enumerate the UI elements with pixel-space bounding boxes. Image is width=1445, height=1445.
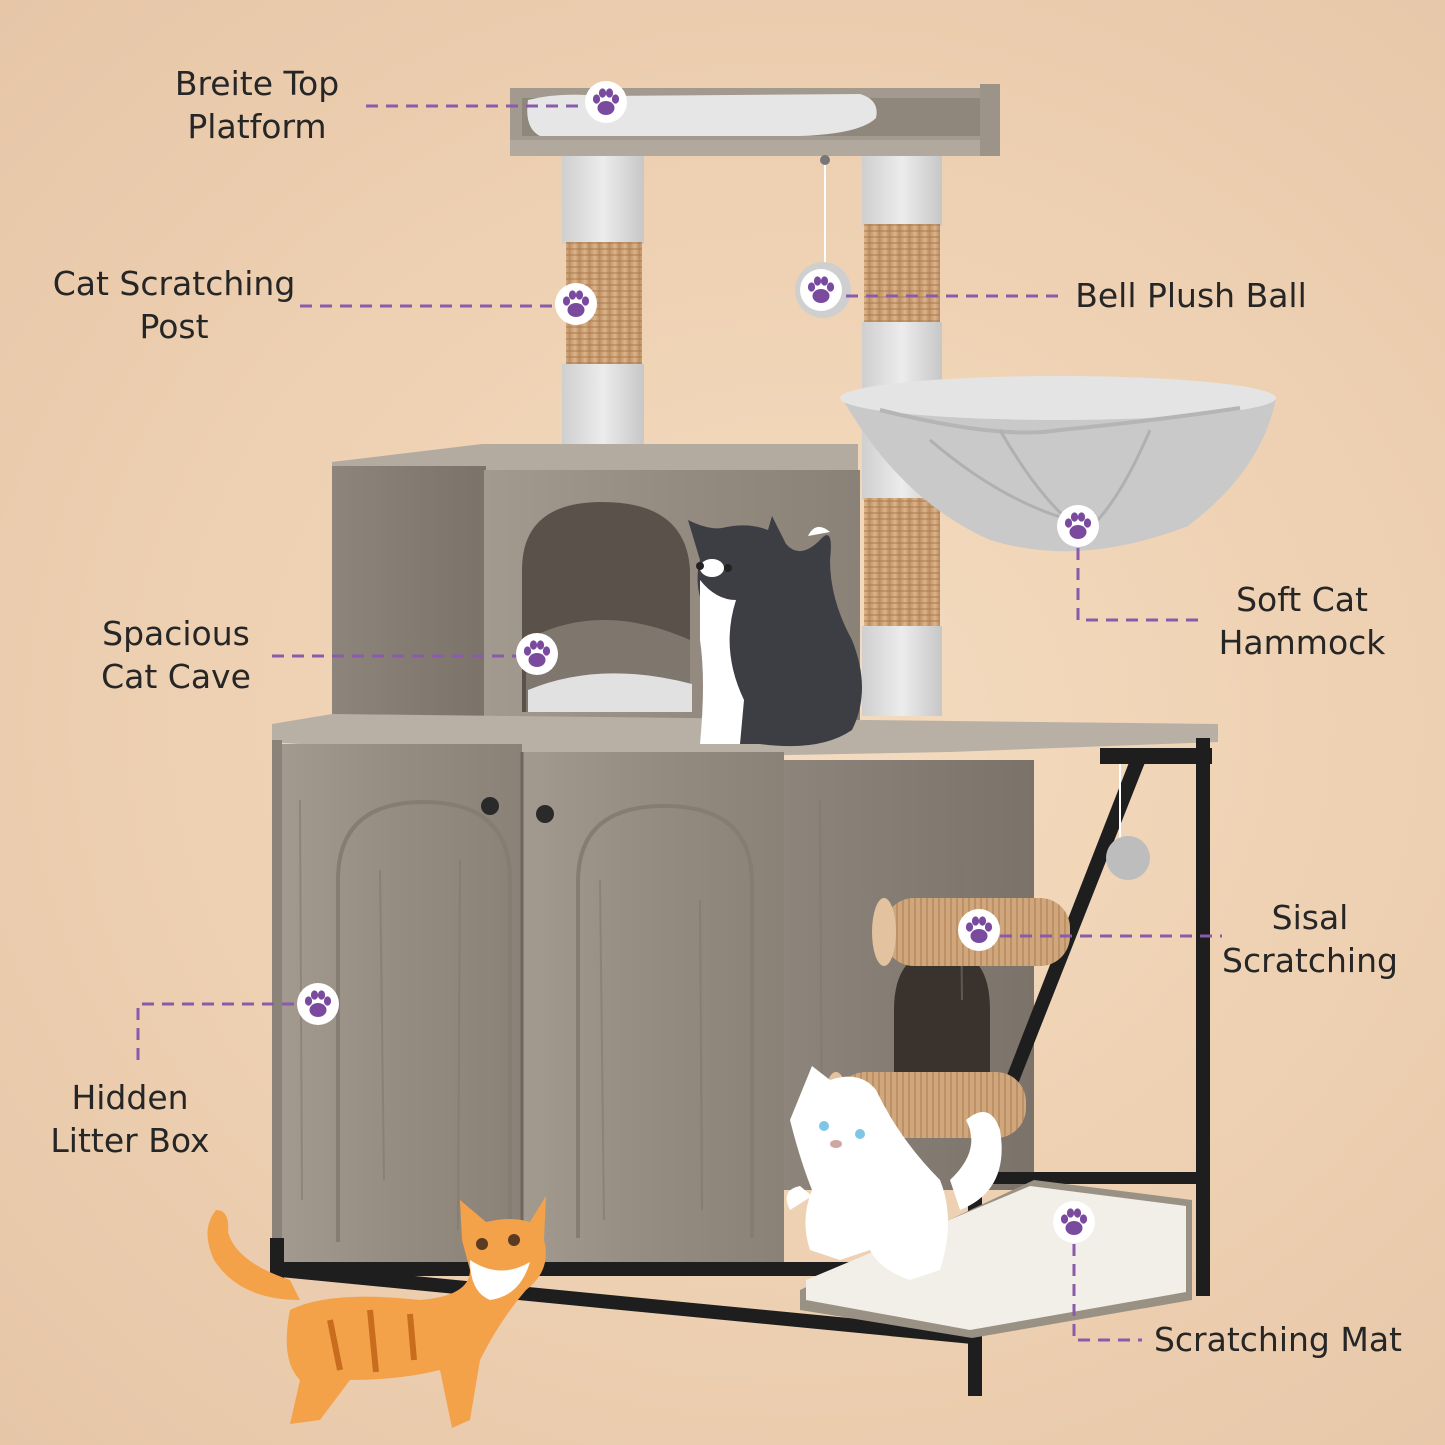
- paw-icon: [585, 81, 627, 123]
- label-mat-line1: Scratching Mat: [1153, 1320, 1403, 1359]
- orange-cat: [207, 1196, 546, 1428]
- label-scratching-post-line2: Post: [139, 307, 209, 346]
- label-litter-line2: Litter Box: [50, 1121, 210, 1160]
- label-litter-line1: Hidden: [71, 1078, 189, 1117]
- paw-icon: [800, 269, 842, 311]
- hammock: [840, 376, 1276, 552]
- label-litter: Hidden Litter Box: [36, 1076, 224, 1162]
- top-platform: [510, 84, 1000, 156]
- label-cave: Spacious Cat Cave: [88, 612, 264, 698]
- paw-icon: [1057, 505, 1099, 547]
- callout-line-litter: [136, 1002, 296, 1060]
- label-sisal-line1: Sisal: [1271, 898, 1349, 937]
- paw-icon: [958, 909, 1000, 951]
- paw-icon: [516, 633, 558, 675]
- label-top-platform: Breite Top Platform: [150, 62, 364, 148]
- label-cave-line1: Spacious: [102, 614, 250, 653]
- callout-line-mat: [1072, 1244, 1142, 1342]
- white-cat: [786, 1066, 1002, 1280]
- label-sisal: Sisal Scratching: [1214, 896, 1406, 982]
- label-hammock-line2: Hammock: [1218, 623, 1386, 662]
- black-white-cat: [688, 516, 862, 747]
- paw-icon: [297, 983, 339, 1025]
- left-scratching-post: [562, 156, 644, 454]
- label-mat: Scratching Mat: [1150, 1318, 1406, 1361]
- label-bell-ball-line1: Bell Plush Ball: [1075, 276, 1307, 315]
- label-hammock-line1: Soft Cat: [1236, 580, 1368, 619]
- callout-line-hammock: [1076, 548, 1202, 622]
- label-top-platform-line2: Platform: [187, 107, 327, 146]
- label-scratching-post-line1: Cat Scratching: [52, 264, 296, 303]
- label-scratching-post: Cat Scratching Post: [48, 262, 300, 348]
- paw-icon: [1053, 1201, 1095, 1243]
- label-bell-ball: Bell Plush Ball: [1066, 274, 1316, 317]
- label-top-platform-line1: Breite Top: [174, 64, 340, 103]
- callout-lines: [136, 104, 1222, 1342]
- label-hammock: Soft Cat Hammock: [1204, 578, 1400, 664]
- cat-tree-cabinet: [270, 84, 1276, 1396]
- metal-frame: [270, 738, 1212, 1396]
- label-cave-line2: Cat Cave: [101, 657, 251, 696]
- label-sisal-line2: Scratching: [1222, 941, 1398, 980]
- paw-icon: [555, 283, 597, 325]
